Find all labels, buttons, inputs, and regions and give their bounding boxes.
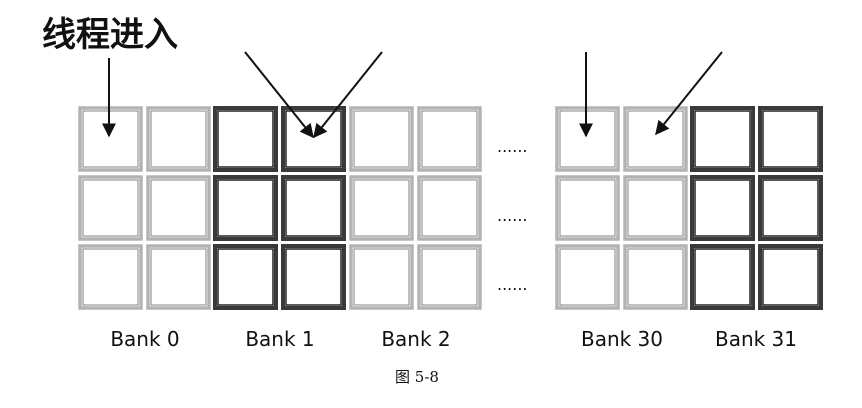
- memory-cell-inner-border: [762, 248, 819, 306]
- memory-cell: [690, 106, 755, 172]
- bank-label-31: Bank 31: [715, 327, 797, 351]
- memory-cell: [758, 175, 823, 241]
- memory-cell-inner-border: [217, 248, 274, 306]
- memory-cell-inner-border: [150, 179, 207, 237]
- memory-cell-inner-border: [217, 110, 274, 168]
- memory-cell: [417, 244, 482, 310]
- memory-cell: [78, 175, 143, 241]
- memory-cell: [349, 106, 414, 172]
- memory-cell-inner-border: [82, 248, 139, 306]
- memory-cell: [146, 106, 211, 172]
- memory-cell-inner-border: [627, 248, 684, 306]
- memory-cell: [213, 244, 278, 310]
- memory-cell-inner-border: [421, 248, 478, 306]
- memory-cell-inner-border: [217, 179, 274, 237]
- memory-cell-inner-border: [694, 110, 751, 168]
- ellipsis-row-3: ......: [497, 275, 528, 294]
- memory-cell-inner-border: [421, 110, 478, 168]
- ellipsis-row-2: ......: [497, 206, 528, 225]
- memory-cell: [281, 106, 346, 172]
- thread-arrows: [102, 51, 723, 139]
- memory-cell-inner-border: [559, 179, 616, 237]
- bank-label-30: Bank 30: [581, 327, 663, 351]
- figure-caption: 图 5-8: [395, 368, 439, 386]
- memory-cell: [758, 106, 823, 172]
- memory-cell: [758, 244, 823, 310]
- memory-cell: [146, 175, 211, 241]
- memory-cell-inner-border: [82, 179, 139, 237]
- memory-cell: [417, 106, 482, 172]
- memory-cell-inner-border: [559, 110, 616, 168]
- memory-cell: [78, 106, 143, 172]
- ellipsis-row-1: ......: [497, 137, 528, 156]
- bank-label-1: Bank 1: [245, 327, 314, 351]
- memory-cell: [281, 244, 346, 310]
- memory-cell: [146, 244, 211, 310]
- memory-cell: [78, 244, 143, 310]
- thread-arrow-bank1-right: [313, 51, 383, 139]
- memory-cell-inner-border: [627, 179, 684, 237]
- memory-cell-inner-border: [694, 179, 751, 237]
- memory-cell: [623, 244, 688, 310]
- memory-cell-inner-border: [353, 179, 410, 237]
- memory-cell-inner-border: [762, 110, 819, 168]
- memory-cell-grid: [78, 106, 823, 310]
- memory-cell-inner-border: [559, 248, 616, 306]
- bank-label-2: Bank 2: [381, 327, 450, 351]
- memory-cell: [281, 175, 346, 241]
- memory-cell-inner-border: [694, 248, 751, 306]
- thread-arrow-bank30-right: [655, 51, 723, 136]
- thread-arrow-bank1-left: [244, 51, 314, 139]
- memory-cell-inner-border: [421, 179, 478, 237]
- memory-cell-inner-border: [150, 110, 207, 168]
- memory-cell: [417, 175, 482, 241]
- memory-cell-inner-border: [82, 110, 139, 168]
- memory-cell: [349, 244, 414, 310]
- memory-cell: [555, 175, 620, 241]
- memory-cell-inner-border: [285, 110, 342, 168]
- memory-cell: [213, 106, 278, 172]
- memory-cell: [623, 175, 688, 241]
- memory-cell-inner-border: [150, 248, 207, 306]
- bank-label-0: Bank 0: [110, 327, 179, 351]
- memory-cell-inner-border: [285, 179, 342, 237]
- memory-cell: [213, 175, 278, 241]
- memory-cell: [555, 244, 620, 310]
- diagram-title: 线程进入: [42, 15, 178, 55]
- memory-cell: [623, 106, 688, 172]
- memory-cell-inner-border: [627, 110, 684, 168]
- memory-cell: [690, 175, 755, 241]
- memory-cell: [690, 244, 755, 310]
- memory-cell: [555, 106, 620, 172]
- memory-cell: [349, 175, 414, 241]
- memory-cell-inner-border: [353, 248, 410, 306]
- memory-cell-inner-border: [353, 110, 410, 168]
- memory-cell-inner-border: [762, 179, 819, 237]
- memory-cell-inner-border: [285, 248, 342, 306]
